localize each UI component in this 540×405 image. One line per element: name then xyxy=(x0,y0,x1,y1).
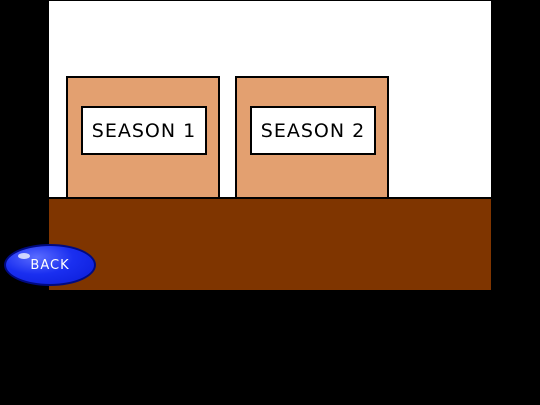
back-button-label: BACK xyxy=(30,257,70,273)
season-1-label: SEASON 1 xyxy=(81,106,207,155)
season-2-label: SEASON 2 xyxy=(250,106,376,155)
menu-stage: SEASON 1 SEASON 2 xyxy=(49,1,491,290)
season-1-box[interactable]: SEASON 1 xyxy=(66,76,220,199)
back-button-highlight xyxy=(18,253,30,259)
back-button[interactable]: BACK xyxy=(4,244,96,286)
floor xyxy=(49,197,491,290)
season-2-box[interactable]: SEASON 2 xyxy=(235,76,389,199)
